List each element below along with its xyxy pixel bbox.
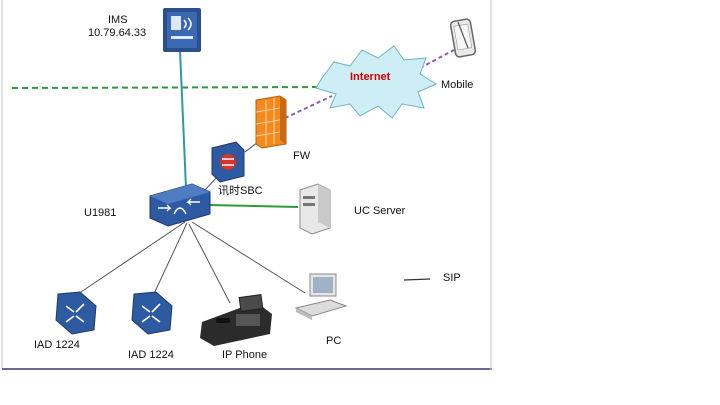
iad-right-icon — [131, 291, 173, 335]
uc-server-label: UC Server — [354, 205, 406, 217]
ims-ip-label: 10.79.64.33 — [88, 27, 147, 39]
iad-right-label: IAD 1224 — [128, 349, 174, 361]
link-ims-u1981 — [179, 49, 187, 189]
link-u1981-ucserver — [208, 204, 299, 208]
internet-cloud-icon — [315, 45, 438, 119]
pc-label: PC — [326, 335, 342, 347]
legend-sip-line — [403, 278, 431, 281]
ip-phone-label: IP Phone — [222, 349, 268, 361]
sbc-label: 讯时SBC — [218, 185, 263, 197]
legend-sip-label: SIP — [443, 272, 461, 284]
link-u1981-pc — [191, 221, 306, 294]
link-u1981-iad-right — [151, 222, 188, 299]
ims-label: IMS — [108, 14, 128, 26]
mobile-label: Mobile — [441, 79, 474, 91]
u1981-label: U1981 — [84, 207, 117, 219]
link-u1981-iad-left — [71, 221, 186, 299]
fw-label: FW — [293, 150, 311, 162]
boundary-dashed-line — [11, 86, 331, 89]
iad-left-label: IAD 1224 — [34, 339, 80, 351]
pc-computer-icon — [294, 273, 348, 320]
link-fw-internet — [284, 95, 333, 119]
iad-left-icon — [55, 291, 97, 335]
u1981-switch-icon — [149, 183, 211, 227]
internet-label: Internet — [350, 71, 391, 83]
firewall-icon — [255, 95, 287, 149]
uc-server-icon — [299, 183, 331, 235]
ims-server-icon — [163, 8, 201, 52]
link-u1981-ipphone — [188, 223, 231, 304]
ip-phone-icon — [200, 293, 272, 346]
sbc-device-icon — [211, 141, 245, 183]
mobile-phone-icon — [449, 18, 477, 58]
